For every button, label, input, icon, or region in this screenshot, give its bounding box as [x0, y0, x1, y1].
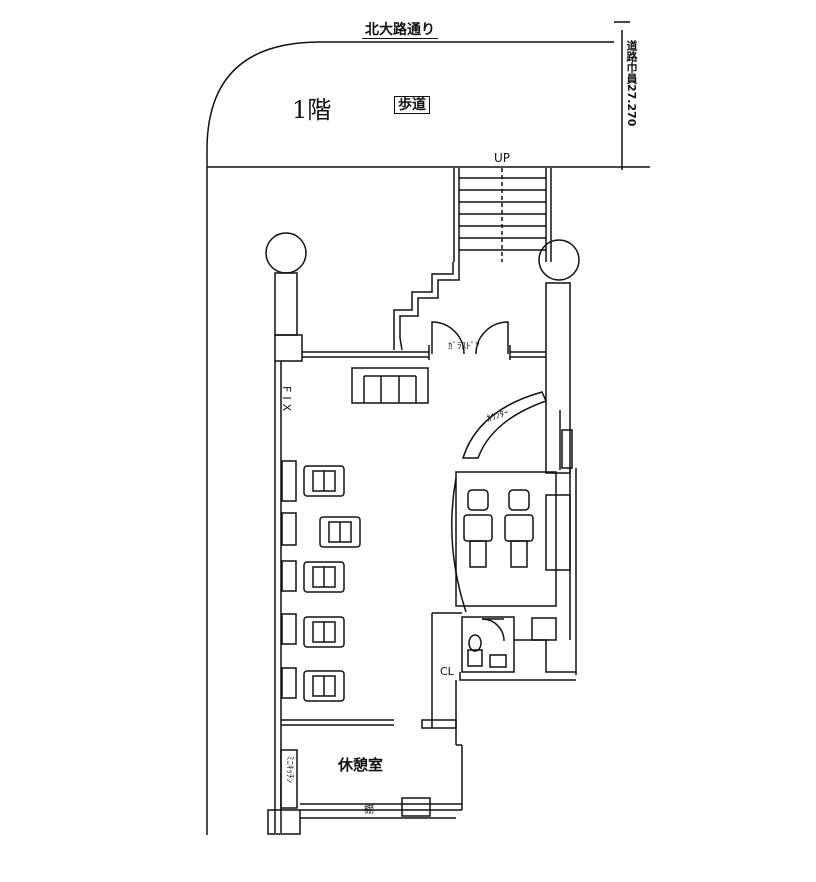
glass-door [431, 321, 509, 355]
styling-station [281, 560, 345, 593]
left-pillar [274, 272, 298, 336]
lounge-door-jamb [421, 719, 457, 729]
stairs-up-label: UP [494, 151, 511, 165]
column-right [538, 239, 580, 281]
floor-label: 1階 [292, 96, 332, 124]
styling-station [281, 613, 345, 648]
restroom [461, 616, 557, 673]
shelf-label: 棚 [364, 805, 374, 816]
rear-wall [431, 612, 576, 810]
stepped-wall [393, 262, 460, 351]
reception-counter [461, 391, 548, 459]
road-curb-line [206, 41, 614, 835]
rear-left-corner [267, 809, 301, 835]
street-label: 北大路通り [362, 22, 438, 39]
entrance-stairs [453, 168, 552, 262]
styling-station [281, 512, 361, 548]
shampoo-cabinet [545, 494, 571, 571]
fix-window-label: FIX [280, 386, 293, 416]
road-width-label: 道路巾員27.270 [625, 40, 638, 127]
column-left [265, 232, 307, 274]
front-wall [302, 345, 546, 360]
lounge-label: 休憩室 [338, 756, 384, 774]
closet-label: CL [440, 665, 454, 678]
kitchenette-label: ﾐﾆｷｯﾁﾝ [284, 756, 294, 784]
left-pillar-base [274, 334, 303, 362]
shampoo-area-curve [451, 477, 467, 613]
glass-door-label: ｶﾞﾗｽﾄﾞｱ [448, 342, 480, 352]
styling-station [281, 667, 345, 702]
right-wall [559, 410, 577, 675]
storage-shelf [401, 797, 431, 817]
waiting-sofa [351, 367, 429, 404]
shampoo-chair [463, 489, 493, 568]
shampoo-area [455, 471, 557, 607]
kitchenette [280, 749, 298, 809]
sidewalk-label: 歩道 [394, 96, 430, 114]
shampoo-chair [504, 489, 534, 568]
styling-station [281, 460, 345, 502]
right-pillar [545, 282, 571, 474]
